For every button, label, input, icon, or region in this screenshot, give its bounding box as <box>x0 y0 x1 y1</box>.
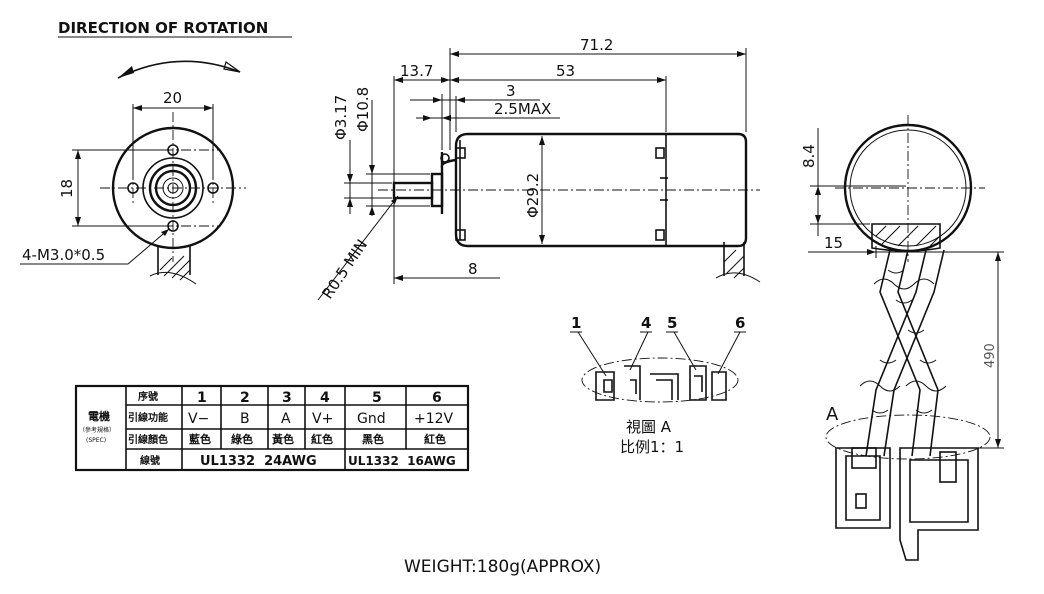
radius-note-label: R0.5 MIN <box>318 236 371 302</box>
table-motor-sub2: (SPEC) <box>86 437 106 444</box>
table-num-5: 5 <box>372 390 382 406</box>
detail-pin-1: 1 <box>571 314 581 332</box>
table-label-wire: 線號 <box>140 454 160 467</box>
side-view <box>378 132 761 283</box>
table-num-1: 1 <box>197 390 207 406</box>
table-wire-left: UL1332 24AWG <box>200 454 317 469</box>
table-func-5: Gnd <box>357 411 386 427</box>
front-view <box>100 112 246 285</box>
dim-8-4: 8.4 <box>800 128 906 236</box>
dim-53-label: 53 <box>556 62 575 80</box>
dim-2-5max-label: 2.5MAX <box>494 100 551 118</box>
dim-15: 15 <box>808 234 1004 258</box>
rotation-arrow-icon <box>117 60 241 79</box>
view-a-label: A <box>826 404 839 425</box>
table-func-4: V+ <box>312 411 333 427</box>
table-label-color: 引線顏色 <box>128 433 168 446</box>
detail-pin-5: 5 <box>667 314 677 332</box>
table-color-2: 綠色 <box>231 432 253 446</box>
dim-13-7-label: 13.7 <box>400 62 433 80</box>
dim-71-2-label: 71.2 <box>580 36 613 54</box>
weight-label: WEIGHT:180g(APPROX) <box>404 557 601 577</box>
dim-8-label: 8 <box>468 260 478 278</box>
dim-8-4-label: 8.4 <box>800 144 818 168</box>
table-wire-right: UL1332 16AWG <box>348 454 456 468</box>
dim-phi-10-8-label: Φ10.8 <box>354 87 372 132</box>
table-num-6: 6 <box>432 390 442 406</box>
table-num-2: 2 <box>240 390 250 406</box>
wire-table: 電機 （參考規格） (SPEC) 序號 引線功能 引線顏色 線號 1 2 3 4… <box>74 384 470 472</box>
detail-pin-6: 6 <box>735 314 745 332</box>
dim-phi-29-2: Φ29.2 <box>524 136 545 244</box>
table-label-function: 引線功能 <box>128 411 168 424</box>
radius-leader: R0.5 MIN <box>317 195 399 302</box>
detail-a: 1 4 5 6 視圖 A 比例1：1 <box>570 314 746 456</box>
dim-8: 8 <box>393 200 500 284</box>
table-func-1: V− <box>188 411 209 427</box>
dim-490: 490 <box>936 252 1004 449</box>
dim-20-label: 20 <box>163 89 182 107</box>
table-num-4: 4 <box>320 390 330 406</box>
table-motor-sub1: （參考規格） <box>79 426 115 434</box>
dim-3: 3 <box>410 82 540 150</box>
dim-53: 53 <box>450 62 667 132</box>
table-label-serial: 序號 <box>138 390 158 403</box>
dim-18-label: 18 <box>58 179 76 198</box>
table-color-1: 藍色 <box>189 432 211 446</box>
detail-caption-1: 視圖 A <box>626 418 672 436</box>
table-num-3: 3 <box>282 390 292 406</box>
right-view <box>825 115 991 561</box>
dim-490-label: 490 <box>983 343 998 368</box>
table-color-5: 黑色 <box>362 432 384 446</box>
rotation-title: DIRECTION OF ROTATION <box>58 19 268 37</box>
dim-15-label: 15 <box>824 234 843 252</box>
table-func-6: +12V <box>414 411 454 427</box>
dim-20: 20 <box>132 89 214 180</box>
dim-phi-3-17: Φ3.17 <box>332 95 392 214</box>
dim-phi-10-8: Φ10.8 <box>354 87 430 216</box>
table-func-2: B <box>240 411 250 427</box>
dim-13-7: 13.7 <box>393 62 450 182</box>
table-motor-label: 電機 <box>88 409 110 423</box>
detail-pin-4: 4 <box>641 314 651 332</box>
table-color-6: 紅色 <box>424 432 446 446</box>
dim-3-label: 3 <box>506 82 516 100</box>
dim-phi-3-17-label: Φ3.17 <box>332 95 350 140</box>
dim-phi-29-2-label: Φ29.2 <box>524 173 542 218</box>
table-color-3: 黃色 <box>271 432 294 446</box>
table-color-4: 紅色 <box>311 432 333 446</box>
detail-caption-2: 比例1：1 <box>620 438 684 456</box>
table-func-3: A <box>281 411 291 427</box>
screw-leader: 4-M3.0*0.5 <box>20 228 170 265</box>
screw-spec-label: 4-M3.0*0.5 <box>22 246 105 264</box>
dim-71-2: 71.2 <box>449 36 747 150</box>
dim-2-5max: 2.5MAX <box>416 100 560 121</box>
dim-18: 18 <box>58 149 166 227</box>
